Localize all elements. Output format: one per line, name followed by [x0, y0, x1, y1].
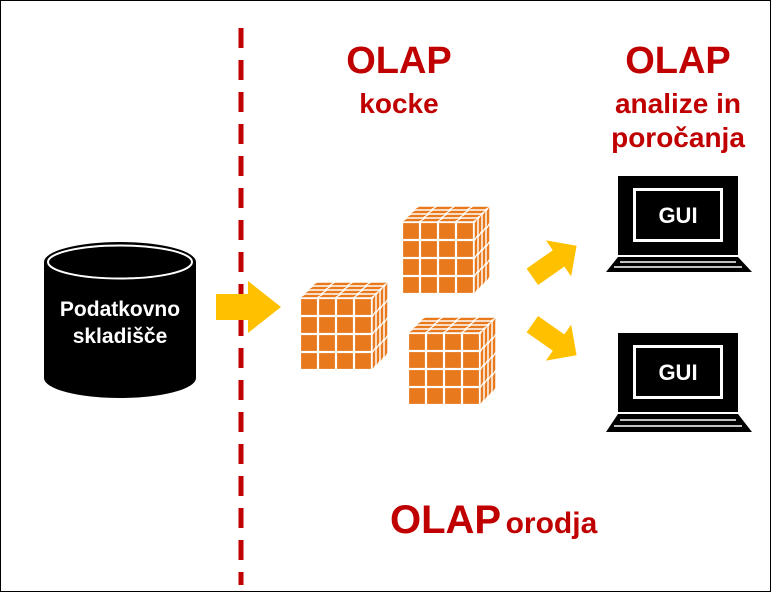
- analysis-heading-line1: analize in: [614, 88, 742, 119]
- cubes-heading-title: OLAP: [346, 40, 452, 82]
- arrow-to-bottom-terminal: [526, 316, 577, 361]
- analysis-heading-line2: poročanja: [611, 122, 745, 153]
- storage-label-line1: Podatkovno: [60, 298, 180, 321]
- footer-olap: OLAP: [390, 498, 502, 542]
- gui-terminal-top: GUI: [606, 176, 752, 272]
- data-warehouse-cylinder: Podatkovno skladišče: [44, 242, 196, 398]
- gui-terminal-bottom: GUI: [606, 333, 752, 432]
- cubes-heading-subtitle: kocke: [359, 88, 439, 119]
- gui-label: GUI: [658, 360, 697, 385]
- olap-cube: [403, 206, 490, 293]
- arrow-to-cubes: [216, 281, 281, 333]
- olap-cube: [409, 317, 496, 404]
- footer-title: OLAP orodja: [390, 500, 690, 540]
- arrow-to-top-terminal: [526, 240, 577, 285]
- analysis-heading-title: OLAP: [625, 40, 731, 82]
- olap-cube: [301, 282, 388, 369]
- storage-label-line2: skladišče: [73, 325, 168, 348]
- gui-label: GUI: [658, 203, 697, 228]
- footer-subtitle: orodja: [505, 507, 598, 540]
